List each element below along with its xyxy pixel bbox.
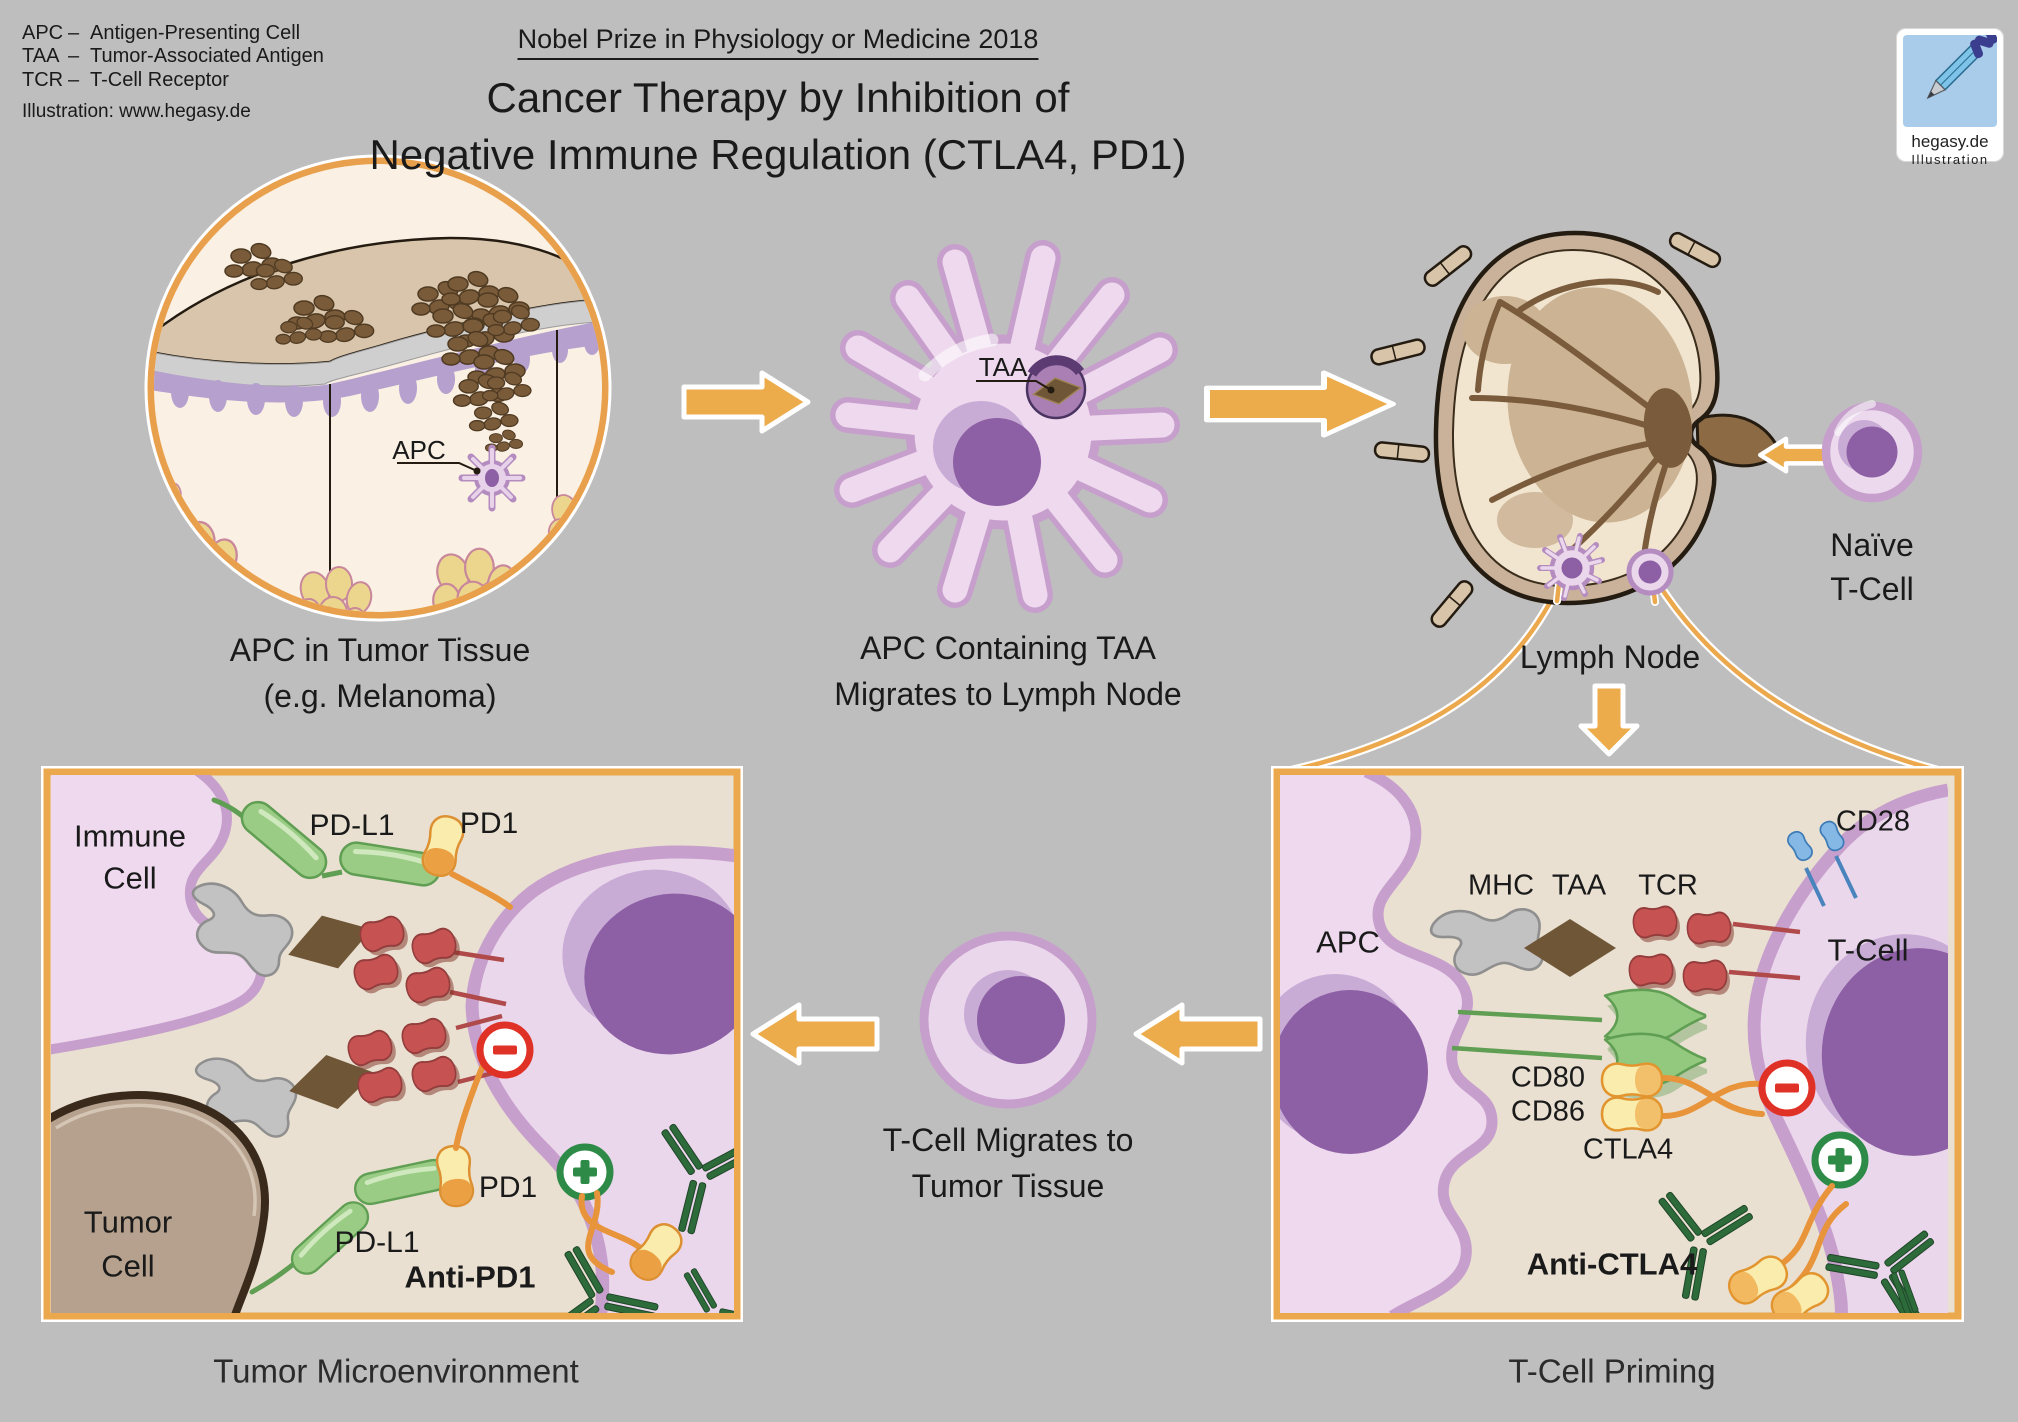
label-anti-ctla4: Anti-CTLA4 <box>1526 1246 1698 1282</box>
label-ctla4: CTLA4 <box>1582 1133 1674 1166</box>
label-tumor-cell-1: Tumor <box>83 1204 173 1240</box>
caption-apc-migration-1: APC Containing TAA <box>860 630 1156 666</box>
node-sinus-vessels <box>1469 278 1673 563</box>
logo-sub: Illustration <box>1911 152 1989 167</box>
pd1-receptor <box>434 1143 476 1209</box>
label-pd1-top: PD1 <box>459 807 519 840</box>
label-pdl1-bottom: PD-L1 <box>334 1226 420 1259</box>
flow-arrow-1-icon <box>684 373 808 431</box>
anti-pd1-complex <box>546 1121 769 1368</box>
label-pdl1-top: PD-L1 <box>309 809 395 842</box>
label-tcr: TCR <box>1638 869 1698 902</box>
flow-arrow-2-icon <box>1207 373 1393 436</box>
migrate-arrow-left-icon <box>753 1005 877 1063</box>
apc-cell <box>830 240 1180 613</box>
apc-pointer <box>397 462 478 472</box>
cd28-receptors <box>1784 818 1858 907</box>
legend: APC–Antigen-Presenting Cell TAA–Tumor-As… <box>22 22 324 122</box>
priming-panel <box>1271 766 1966 1322</box>
apc-priming <box>1280 775 1498 1313</box>
label-tcell-priming: T-Cell <box>1827 932 1909 968</box>
apc-in-skin <box>458 444 526 512</box>
magnification-callout-lines <box>1279 573 1949 777</box>
logo-pencil-icon <box>1903 25 1998 127</box>
legend-item: APC–Antigen-Presenting Cell <box>22 22 301 44</box>
label-naive-1: Naïve <box>1830 527 1914 563</box>
label-immune-cell-2: Cell <box>103 860 157 896</box>
ctla4-receptors <box>1600 1062 1765 1132</box>
label-anti-pd1: Anti-PD1 <box>404 1259 536 1295</box>
lymph-vessel-stubs <box>1370 231 1722 628</box>
migrate-arrow-right-icon <box>1136 1005 1260 1063</box>
tcell-in-node <box>1626 548 1674 596</box>
anti-ctla4-complex <box>1642 1183 1966 1313</box>
taa-pointer <box>976 380 1052 391</box>
label-cd86: CD86 <box>1510 1095 1586 1128</box>
logo-site: hegasy.de <box>1911 132 1989 151</box>
label-taa-priming: TAA <box>1551 869 1607 902</box>
title-prize: Nobel Prize in Physiology or Medicine 20… <box>517 24 1039 60</box>
label-apc-priming: APC <box>1316 924 1380 960</box>
label-pd1-bottom: PD1 <box>478 1171 538 1204</box>
pdl1-pd1-bottom <box>249 1055 489 1295</box>
caption-tumor-tissue-1: APC in Tumor Tissue <box>229 632 531 668</box>
skin-block-illustration <box>154 164 602 612</box>
inhibition-minus-icon <box>1762 1063 1812 1113</box>
label-mhc: MHC <box>1467 869 1535 902</box>
caption-priming: T-Cell Priming <box>1508 1352 1716 1390</box>
label-naive-2: T-Cell <box>1830 571 1914 607</box>
caption-apc-migration-2: Migrates to Lymph Node <box>834 676 1182 712</box>
caption-migration-1: T-Cell Migrates to <box>882 1122 1134 1158</box>
naive-tcell <box>1760 400 1923 503</box>
caption-migration-2: Tumor Tissue <box>911 1168 1105 1204</box>
apc-in-node <box>1537 533 1605 601</box>
tumor-tissue-circle <box>144 154 612 622</box>
activation-plus-icon <box>560 1147 610 1197</box>
caption-tme: Tumor Microenvironment <box>213 1352 579 1390</box>
activation-plus-icon <box>1815 1135 1865 1185</box>
inhibition-minus-icon <box>480 1025 530 1075</box>
title-line3: Negative Immune Regulation (CTLA4, PD1) <box>369 131 1187 178</box>
label-taa-vesicle: TAA <box>978 352 1028 382</box>
title-block: Nobel Prize in Physiology or Medicine 20… <box>369 24 1186 179</box>
apc-nucleus <box>953 418 1041 506</box>
pdl1-pd1-top <box>211 796 513 910</box>
hegasy-logo: hegasy.de Illustration <box>1896 25 2004 167</box>
lymph-node <box>1370 230 1782 628</box>
illustration-credit: Illustration: www.hegasy.de <box>22 101 251 123</box>
taa-vesicle <box>1025 355 1087 420</box>
legend-item: TAA–Tumor-Associated Antigen <box>22 45 324 68</box>
mhc-taa-tcr-priming <box>1424 895 1801 997</box>
label-cd80: CD80 <box>1510 1061 1586 1094</box>
tme-panel <box>41 766 769 1368</box>
label-lymph-node: Lymph Node <box>1519 639 1701 675</box>
label-tumor-cell-2: Cell <box>101 1248 155 1284</box>
label-cd28: CD28 <box>1835 805 1911 838</box>
lymph-node-down-arrow-icon <box>1578 683 1640 757</box>
title-line2: Cancer Therapy by Inhibition of <box>486 74 1070 121</box>
caption-tumor-tissue-2: (e.g. Melanoma) <box>263 678 497 714</box>
migrating-tcell <box>753 931 1260 1109</box>
label-immune-cell-1: Immune <box>74 818 186 854</box>
legend-item: TCR–T-Cell Receptor <box>22 68 229 91</box>
tumor-cell <box>51 1091 269 1313</box>
label-apc-skin: APC <box>392 435 446 465</box>
mhc-taa-tcr-group1 <box>168 862 507 1010</box>
cd80-cd86-ligands <box>1451 988 1709 1100</box>
